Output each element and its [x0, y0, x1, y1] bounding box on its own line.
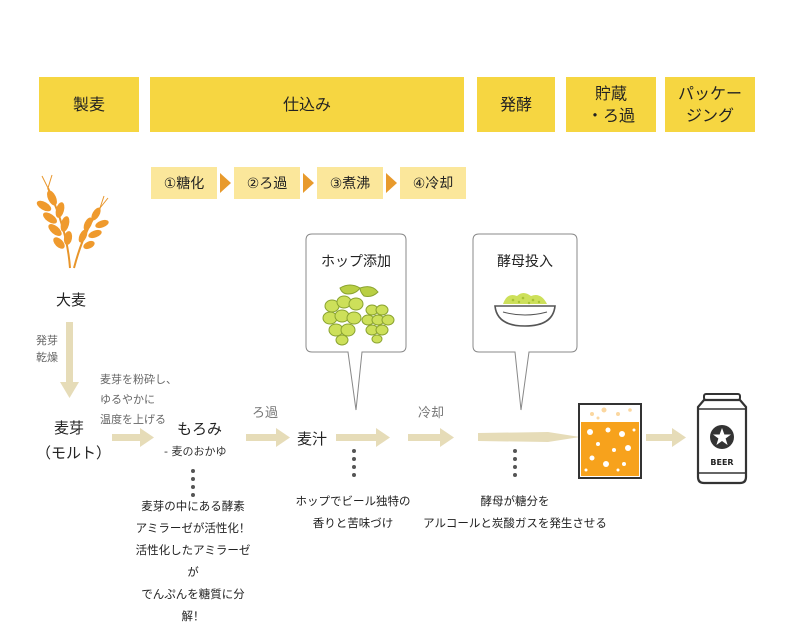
germination-drying-label: 発芽 乾燥 — [36, 334, 58, 364]
cooling-label: 冷却 — [418, 406, 445, 421]
moromi-note: 麦芽の中にある酵素 アミラーゼが活性化！ 活性化したアミラーゼが でんぷんを糖質… — [135, 499, 251, 623]
yeast-note: 酵母が糖分を アルコールと炭酸ガスを発生させる — [423, 494, 607, 530]
stage-malting: 製麦 — [39, 77, 139, 132]
wort-dots — [352, 449, 356, 477]
barley-label: 大麦 — [56, 291, 87, 309]
moromi-dots — [191, 469, 195, 497]
moromi-sub-label: - 麦のおかゆ — [164, 445, 227, 458]
wort-note: ホップでビール独特の 香りと苦味づけ — [295, 494, 411, 530]
step-filtration: ②ろ過 — [234, 167, 300, 199]
stage-fermentation: 発酵 — [477, 77, 555, 132]
stage-storage-filtration: 貯蔵 ・ろ過 — [566, 77, 656, 132]
arrow-to-packaging — [646, 428, 686, 447]
step-arrow-1 — [220, 173, 231, 193]
arrow-cooling — [408, 428, 454, 447]
moromi-label: もろみ — [177, 420, 223, 438]
arrow-malt-to-moromi — [112, 428, 154, 447]
wort-label: 麦汁 — [297, 430, 328, 448]
step-arrow-3 — [386, 173, 397, 193]
arrow-to-fermentation — [478, 432, 580, 442]
yeast-bubble-title: 酵母投入 — [497, 254, 553, 270]
beer-can-icon — [696, 393, 748, 485]
step-boiling: ③煮沸 — [317, 167, 383, 199]
malt-label: 麦芽 — [54, 419, 85, 437]
stage-packaging: パッケー ジング — [665, 77, 755, 132]
arrow-wort-boil — [336, 428, 390, 447]
filtration-label: ろ過 — [252, 406, 279, 421]
down-arrow — [60, 322, 79, 398]
malt-sub-label: （モルト） — [36, 444, 112, 462]
malt-process-label: 麦芽を粉砕し、 ゆるやかに 温度を上げる — [100, 373, 177, 426]
step-cooling: ④冷却 — [400, 167, 466, 199]
arrow-moromi-to-wort — [246, 428, 290, 447]
beer-can-label: BEER — [710, 458, 734, 467]
stage-brewing: 仕込み — [150, 77, 464, 132]
fermentation-tank-icon — [578, 403, 642, 479]
step-arrow-2 — [303, 173, 314, 193]
hop-bubble-title: ホップ添加 — [321, 254, 391, 270]
barley-icon — [36, 174, 109, 269]
yeast-bowl-icon — [494, 293, 556, 327]
yeast-dots — [513, 449, 517, 477]
step-saccharification: ①糖化 — [151, 167, 217, 199]
hop-icon — [322, 284, 395, 346]
